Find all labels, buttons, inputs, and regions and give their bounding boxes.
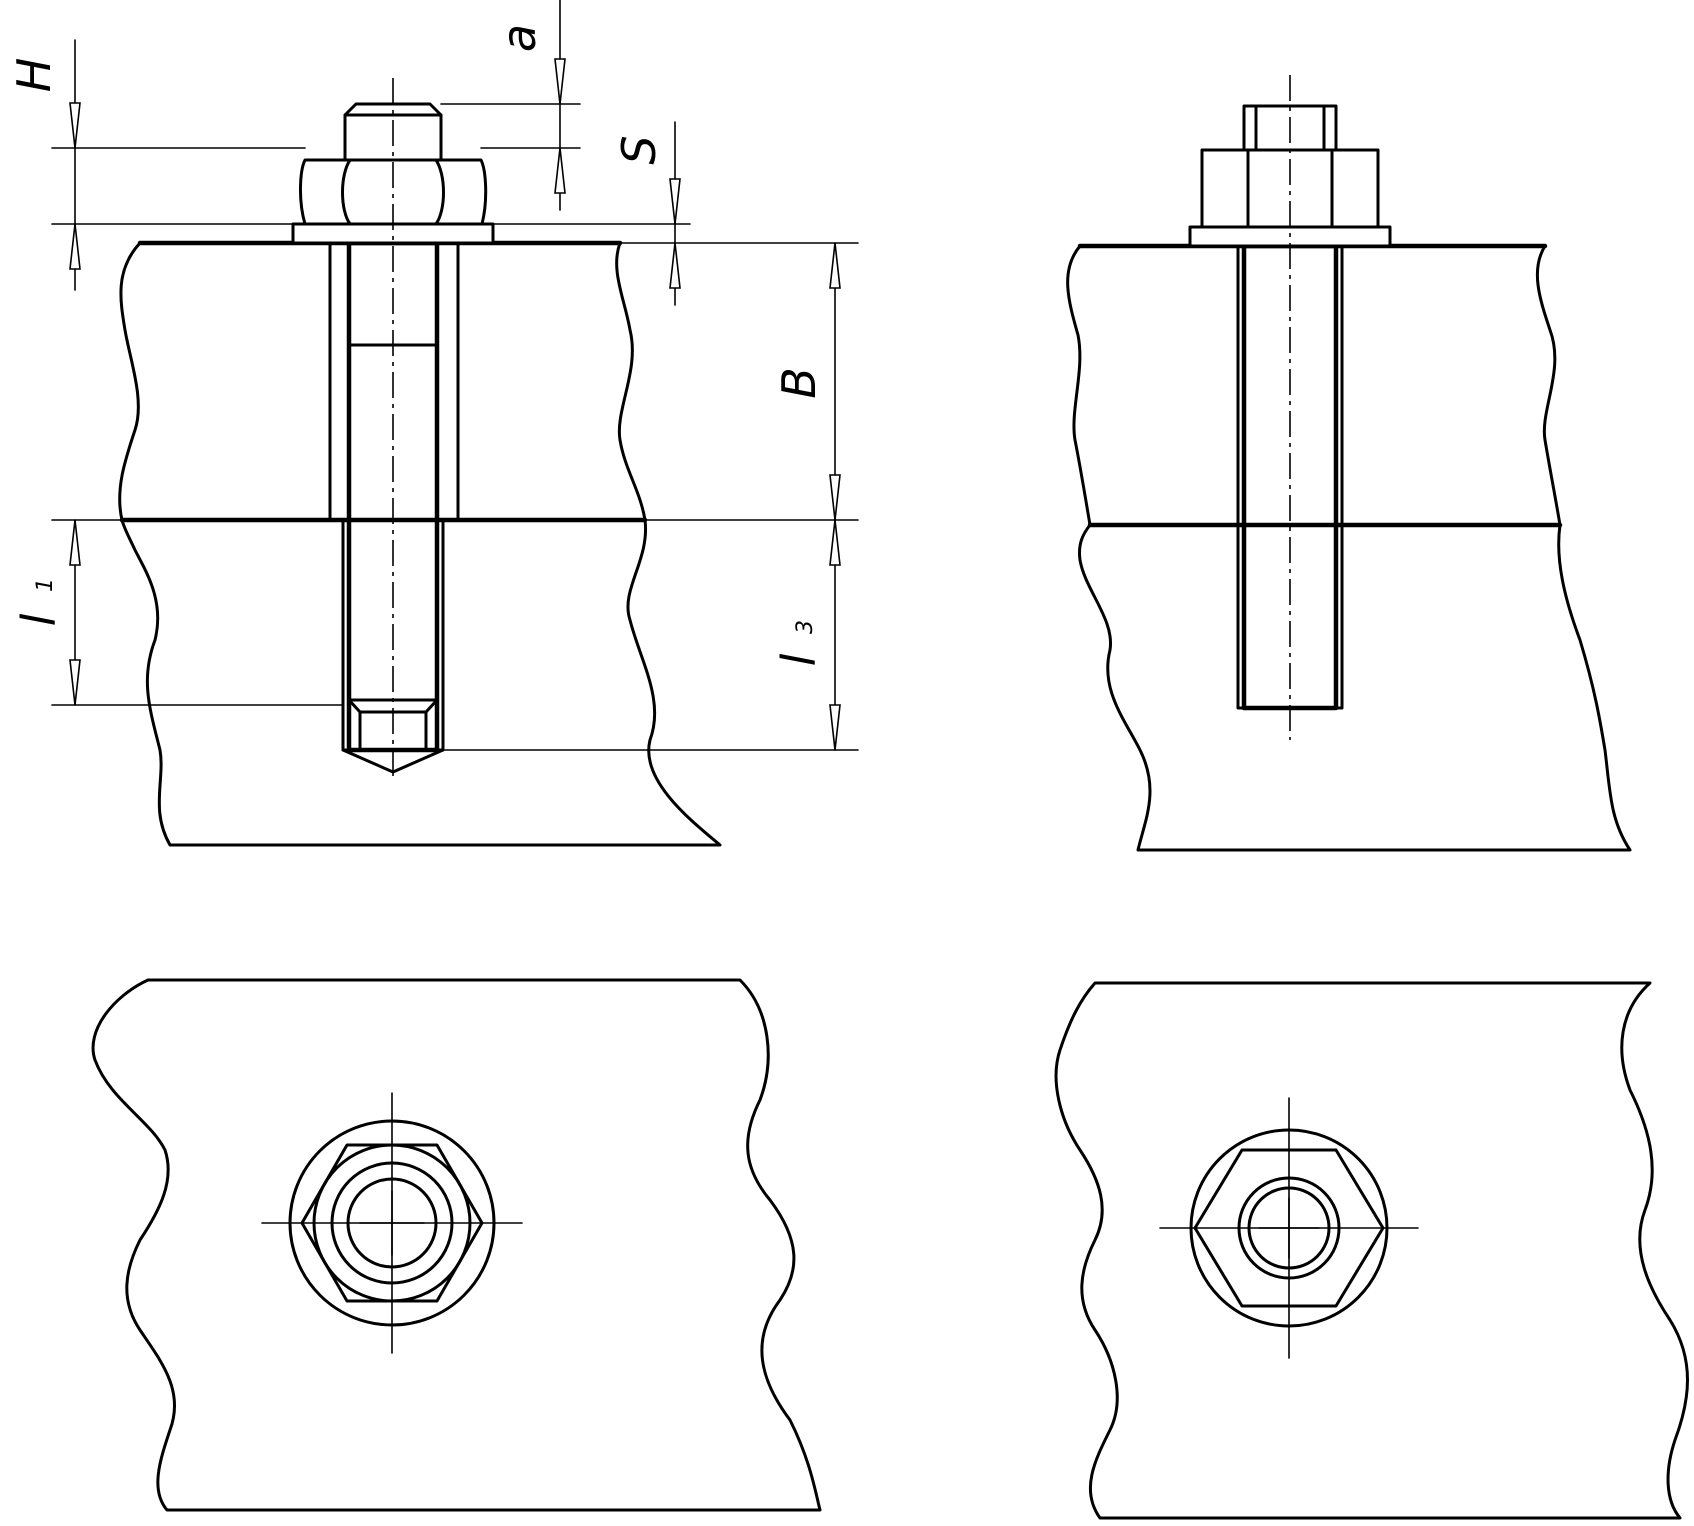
dimension-S: S — [612, 121, 681, 306]
nut-hexagon-2 — [1193, 1148, 1385, 1308]
label-l1-subscript: 1 — [33, 578, 58, 592]
label-H: H — [7, 58, 61, 93]
nut-hexagon — [300, 1143, 484, 1303]
label-S: S — [612, 135, 666, 164]
washer-outline — [288, 1119, 496, 1327]
nut — [298, 158, 488, 226]
plate-plan-2 — [1054, 981, 1689, 1520]
dimension-B: B — [772, 242, 841, 521]
bolt-joint-section — [1066, 75, 1632, 852]
label-B: B — [772, 367, 826, 399]
label-l3: l — [772, 653, 826, 666]
lower-plate-2 — [1078, 523, 1632, 852]
washer-outline-2 — [1189, 1128, 1389, 1328]
bolt-end-outline — [1237, 1176, 1341, 1280]
dimension-a: a — [492, 0, 566, 211]
bolt-joint-plan — [1054, 981, 1689, 1520]
stud-joint-plan — [91, 978, 822, 1512]
dimension-l3: l 3 — [772, 519, 841, 751]
label-a: a — [492, 24, 546, 52]
lower-plate — [120, 518, 722, 847]
plate-plan — [91, 978, 822, 1512]
label-l3-subscript: 3 — [793, 620, 818, 634]
label-l1: l — [12, 613, 66, 626]
stud-joint-section: H a S B l 1 — [7, 0, 859, 847]
dimension-l1: l 1 — [12, 519, 81, 706]
dimension-H: H — [7, 39, 81, 291]
stud-end-outline — [330, 1161, 454, 1285]
